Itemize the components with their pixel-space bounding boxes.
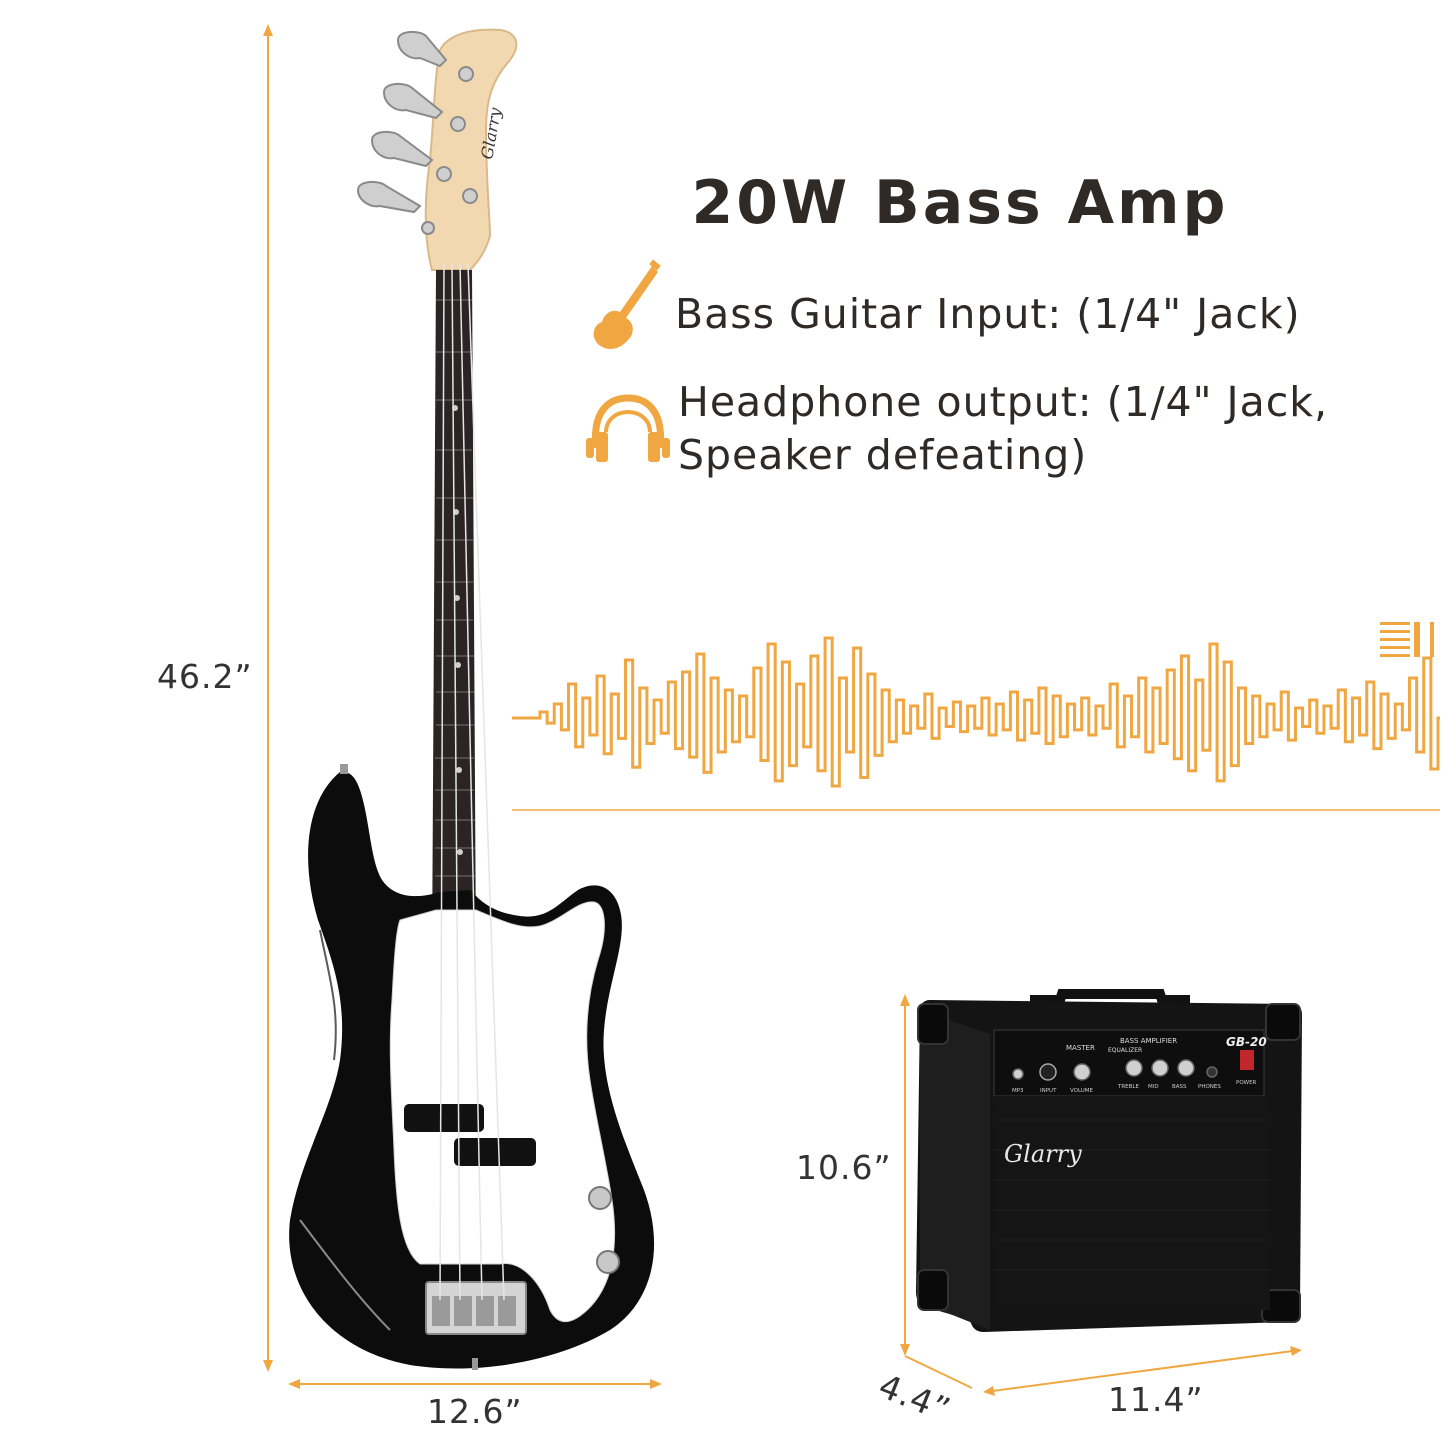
panel-label-mp3: MP3 <box>1012 1088 1024 1094</box>
strings <box>439 263 505 1301</box>
volume-knob <box>588 1186 612 1210</box>
amp-width-line <box>984 1349 1301 1393</box>
amp-width-label: 11.4” <box>1108 1380 1204 1419</box>
bass-guitar: Glarry <box>289 28 655 1370</box>
page-title: 20W Bass Amp <box>691 168 1229 238</box>
panel-label-power: POWER <box>1236 1080 1257 1086</box>
panel-label-volume: VOLUME <box>1070 1088 1094 1094</box>
power-switch <box>1240 1050 1254 1070</box>
feature-headphone-text-line2: Speaker defeating) <box>678 431 1088 479</box>
guitar-icon <box>593 259 661 349</box>
amp-depth-line <box>904 1355 973 1389</box>
amp-brand-logo: Glarry <box>1004 1140 1082 1168</box>
panel-equalizer-label: EQUALIZER <box>1108 1047 1142 1054</box>
eq-bars-icon <box>1380 622 1434 657</box>
feature-headphone-output: Headphone output: (1/4" Jack, Speaker de… <box>678 376 1328 482</box>
amp-height-label: 10.6” <box>796 1148 892 1187</box>
speaker-grille <box>994 1096 1270 1310</box>
feature-bass-input: Bass Guitar Input: (1/4" Jack) <box>675 288 1301 341</box>
feature-bass-input-text: Bass Guitar Input: (1/4" Jack) <box>675 290 1301 338</box>
panel-label-phones: PHONES <box>1198 1084 1221 1090</box>
panel-label-input: INPUT <box>1040 1088 1057 1094</box>
amplifier: MASTER BASS AMPLIFIER EQUALIZER GB-20 MP… <box>916 989 1302 1332</box>
tone-knob <box>596 1250 620 1274</box>
panel-label-treble: TREBLE <box>1117 1084 1139 1090</box>
sound-wave <box>512 636 1440 788</box>
panel-label-bass: BASS <box>1172 1084 1187 1090</box>
panel-model: GB-20 <box>1226 1035 1267 1049</box>
panel-label-mid: MID <box>1148 1084 1159 1090</box>
pickup-1 <box>404 1104 484 1132</box>
panel-bass-amplifier-label: BASS AMPLIFIER <box>1120 1037 1177 1045</box>
panel-master-label: MASTER <box>1066 1044 1095 1052</box>
guitar-height-label: 46.2” <box>157 657 253 696</box>
guitar-width-label: 12.6” <box>427 1392 523 1431</box>
dimension-lines <box>263 24 1440 1396</box>
feature-headphone-text-line1: Headphone output: (1/4" Jack, <box>678 378 1329 426</box>
tuning-pegs <box>356 30 478 235</box>
headphone-icon <box>586 394 670 462</box>
pickup-2 <box>454 1138 536 1166</box>
